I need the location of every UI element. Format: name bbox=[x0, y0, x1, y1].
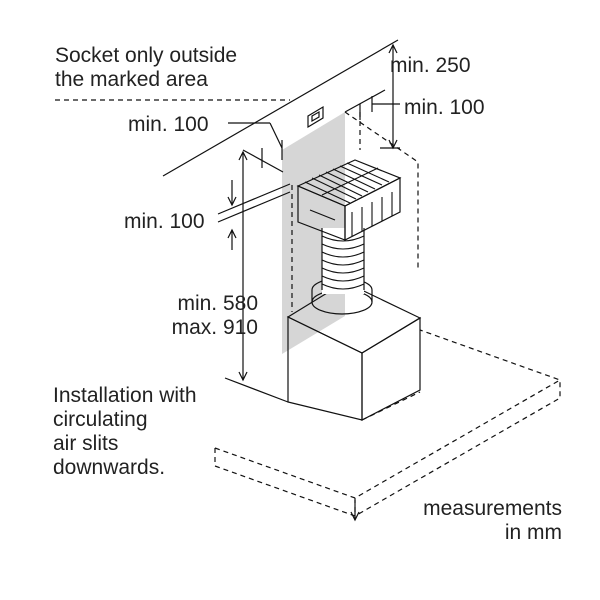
dim-min-250 bbox=[380, 43, 400, 150]
dim-min-580-max-910 bbox=[224, 150, 289, 403]
worktop-outline bbox=[214, 329, 562, 517]
install-note-line-4: downwards. bbox=[53, 456, 166, 479]
dim-bottom bbox=[350, 500, 360, 522]
install-note-line-3: air slits bbox=[53, 432, 119, 455]
dim-min-100-mid-left bbox=[217, 180, 291, 250]
label-min-250: min. 250 bbox=[390, 54, 471, 77]
label-min-580: min. 580 bbox=[177, 292, 258, 315]
socket-note-line-2: the marked area bbox=[55, 68, 208, 91]
dim-min-100-top-left bbox=[228, 122, 284, 173]
measure-note-line-2: in mm bbox=[504, 521, 562, 544]
label-min-100-top-left: min. 100 bbox=[128, 113, 209, 136]
socket-note-line-1: Socket only outside bbox=[55, 44, 238, 67]
socket-icon bbox=[307, 105, 324, 129]
label-max-910: max. 910 bbox=[171, 316, 258, 339]
filter-box bbox=[296, 159, 402, 241]
back-column-dashed bbox=[344, 111, 419, 270]
label-min-100-mid-left: min. 100 bbox=[124, 210, 205, 233]
measure-note-line-1: measurements bbox=[423, 497, 562, 520]
install-note-line-2: circulating bbox=[53, 408, 148, 431]
install-note-line-1: Installation with bbox=[53, 384, 197, 407]
ceiling-line bbox=[162, 39, 399, 177]
dim-min-100-right bbox=[344, 89, 400, 120]
label-min-100-right: min. 100 bbox=[404, 96, 485, 119]
